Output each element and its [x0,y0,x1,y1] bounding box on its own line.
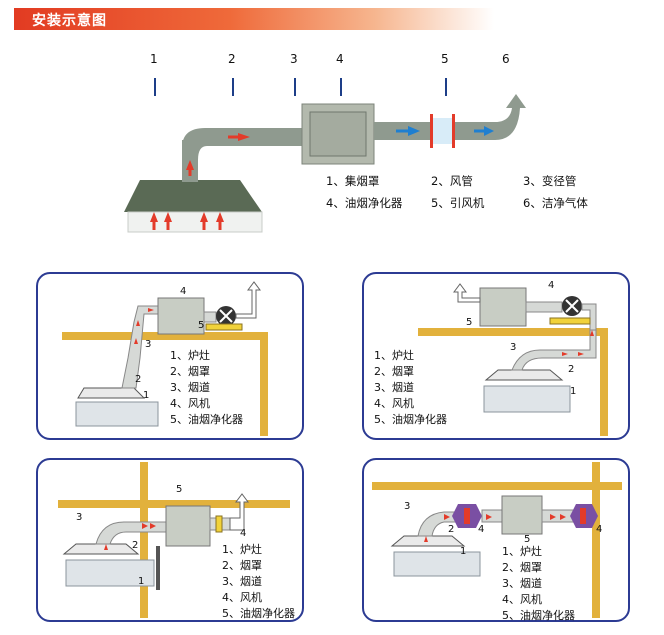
top-number-1: 1 [150,52,158,66]
pointer-5 [445,78,447,96]
legend-item: 4、风机 [502,593,542,606]
panel-1 [36,272,304,440]
legend-item: 1、炉灶 [502,545,542,558]
panel-2 [362,272,630,440]
legend-item: 2、烟罩 [222,559,262,572]
callout-2: 2 [132,540,139,551]
legend-item: 3、烟道 [222,575,262,588]
panel-1-diagram [62,281,268,436]
stove [75,401,159,427]
top-number-6: 6 [502,52,510,66]
hood [62,543,140,555]
hood [77,387,146,399]
legend-item: 3、变径管 [523,174,577,188]
top-legend-col-2: 2、风管 5、引风机 [431,170,484,214]
legend-item: 5、油烟净化器 [502,609,575,622]
outlet-duct [495,94,526,140]
pointer-4 [340,78,342,96]
legend-item: 1、集烟罩 [326,174,380,188]
top-number-4: 4 [336,52,344,66]
panel-1-legend: 1、炉灶 2、烟罩 3、烟道 4、风机 5、油烟净化器 [170,348,243,428]
top-number-3: 3 [290,52,298,66]
legend-item: 3、烟道 [374,381,414,394]
hood-top [124,180,262,212]
callout-5: 5 [176,484,183,495]
legend-item: 1、炉灶 [374,349,414,362]
legend-item: 4、风机 [170,397,210,410]
purifier [479,287,527,327]
panel-3-diagram [58,462,290,618]
legend-item: 3、烟道 [170,381,210,394]
main-duct [182,128,302,182]
top-legend-col-1: 1、集烟罩 4、油烟净化器 [326,170,402,214]
legend-item: 2、风管 [431,174,473,188]
purifier [157,297,205,335]
callout-4: 4 [548,280,555,291]
callout-4-left: 4 [478,524,485,535]
callout-3: 3 [145,339,152,350]
legend-item: 6、洁净气体 [523,196,588,210]
pointer-1 [154,78,156,96]
callout-1: 1 [143,390,150,401]
callout-4: 4 [180,286,187,297]
callout-2: 2 [568,364,575,375]
legend-item: 5、油烟净化器 [222,607,295,620]
fan-section [430,118,454,144]
panel-3-legend: 1、炉灶 2、烟罩 3、烟道 4、风机 5、油烟净化器 [222,542,295,622]
callout-3: 3 [404,501,411,512]
panel-4 [362,458,630,622]
callout-4-right: 4 [596,524,603,535]
purifier [165,505,211,547]
legend-item: 4、风机 [374,397,414,410]
hood-body [127,211,263,233]
callout-5: 5 [524,534,531,545]
legend-item: 2、烟罩 [502,561,542,574]
purifier [501,495,543,535]
pointer-3 [294,78,296,96]
legend-item: 2、烟罩 [374,365,414,378]
top-legend-col-3: 3、变径管 6、洁净气体 [523,170,588,214]
hood [484,369,564,381]
panel-2-diagram [418,283,608,436]
legend-item: 5、引风机 [431,196,485,210]
legend-item: 1、炉灶 [222,543,262,556]
legend-item: 1、炉灶 [170,349,210,362]
legend-item: 3、烟道 [502,577,542,590]
top-number-2: 2 [228,52,236,66]
stove [393,551,481,577]
fan [215,515,223,533]
legend-item: 4、风机 [222,591,262,604]
pointer-2 [232,78,234,96]
banner-title: 安装示意图 [32,13,107,29]
legend-item: 5、油烟净化器 [170,413,243,426]
legend-item: 5、油烟净化器 [374,413,447,426]
hood [390,535,466,547]
legend-item: 4、油烟净化器 [326,196,403,210]
stove [483,385,571,413]
top-number-5: 5 [441,52,449,66]
stove [65,559,155,587]
callout-1: 1 [138,576,145,587]
legend-item: 2、烟罩 [170,365,210,378]
panel-4-diagram [372,462,622,618]
panel-3 [36,458,304,622]
panel-4-legend: 1、炉灶 2、烟罩 3、烟道 4、风机 5、油烟净化器 [502,544,575,624]
callout-1: 1 [570,386,577,397]
callout-3: 3 [76,512,83,523]
callout-1: 1 [460,546,467,557]
callout-5: 5 [466,317,473,328]
callout-5: 5 [198,320,205,331]
title-banner: 安装示意图 [14,8,494,30]
callout-3: 3 [510,342,517,353]
callout-4: 4 [240,528,247,539]
panel-2-legend: 1、炉灶 2、烟罩 3、烟道 4、风机 5、油烟净化器 [374,348,447,428]
callout-2: 2 [448,524,455,535]
callout-2: 2 [135,374,142,385]
